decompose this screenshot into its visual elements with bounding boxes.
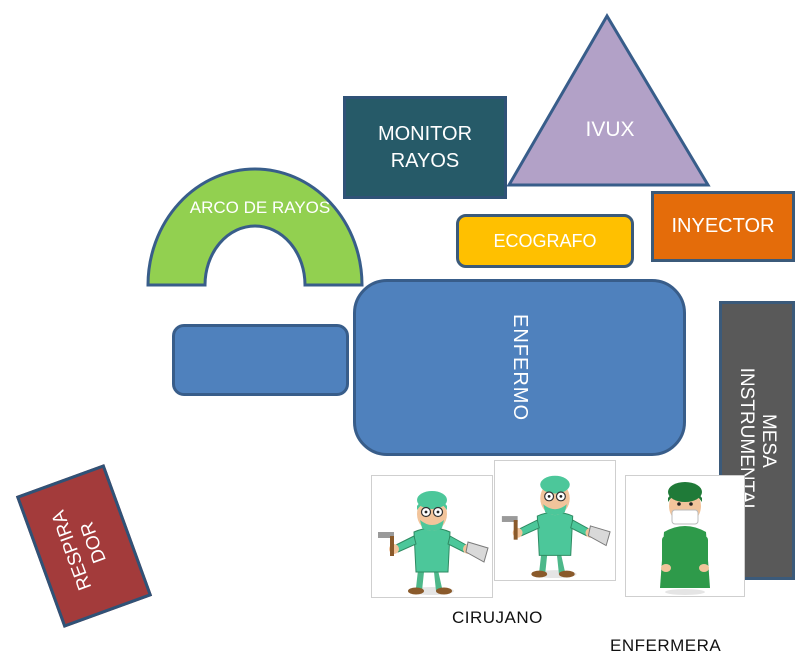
enfermera-caption: ENFERMERA [610,636,722,655]
ecografo-block: ECOGRAFO [456,214,634,268]
surgeon-cartoon-icon [378,491,489,595]
monitor-rayos-block: MONITOR RAYOS [343,96,507,199]
nurse-figure-icon [660,482,710,595]
enfermo-label: ENFERMO [509,314,531,421]
monitor-rayos-label: MONITOR RAYOS [377,122,473,172]
respirador-label: RESPIRA DOR [48,507,111,593]
inyector-label: INYECTOR [671,215,775,237]
enfermo-table: ENFERMO [353,279,686,456]
surgeon-cartoon-icon [501,475,611,579]
table-extension [172,324,349,396]
cirujano-caption: CIRUJANO [452,608,543,627]
arco-de-rayos-label: ARCO DE RAYOS [189,198,331,217]
cirujano-card-1 [371,475,493,598]
enfermera-card [625,475,745,597]
arco-de-rayos-arch [146,167,364,287]
respirador-block: RESPIRA DOR [15,464,153,628]
cirujano-card-2 [494,460,616,581]
inyector-block: INYECTOR [651,191,795,262]
ivux-label: IVUX [585,118,635,141]
ecografo-label: ECOGRAFO [493,230,597,251]
ivux-triangle [506,13,711,187]
